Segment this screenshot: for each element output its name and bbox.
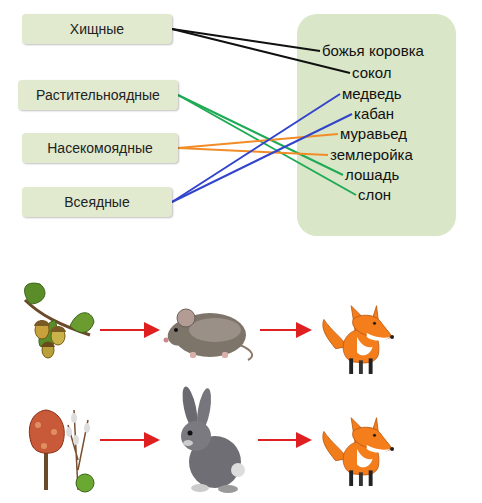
animal-name: медведь	[342, 85, 401, 103]
node-label: Хищные	[70, 21, 124, 37]
match-line	[172, 94, 340, 202]
animal-name: слон	[358, 186, 391, 204]
node-label: Растительноядные	[36, 87, 160, 103]
category-box: Растительноядные	[18, 80, 178, 110]
animal-name: лошадь	[345, 166, 399, 184]
animal-name: землеройка	[330, 146, 413, 164]
node-label: сокол	[352, 64, 392, 81]
node-label: слон	[358, 186, 391, 203]
node-label: божья коровка	[322, 42, 424, 59]
category-box: Всеядные	[22, 187, 172, 217]
node-label: муравьед	[340, 125, 407, 142]
category-box: Хищные	[22, 14, 172, 44]
animal-name: кабан	[354, 105, 394, 123]
node-label: кабан	[354, 105, 394, 122]
node-label: медведь	[342, 85, 401, 102]
node-label: Насекомоядные	[47, 140, 153, 156]
node-label: Всеядные	[64, 194, 129, 210]
animal-name: божья коровка	[322, 42, 424, 60]
node-label: лошадь	[345, 166, 399, 183]
node-label: землеройка	[330, 146, 413, 163]
category-box: Насекомоядные	[22, 133, 178, 163]
match-line	[172, 114, 352, 202]
animal-name: сокол	[352, 64, 392, 82]
animal-name: муравьед	[340, 125, 407, 143]
